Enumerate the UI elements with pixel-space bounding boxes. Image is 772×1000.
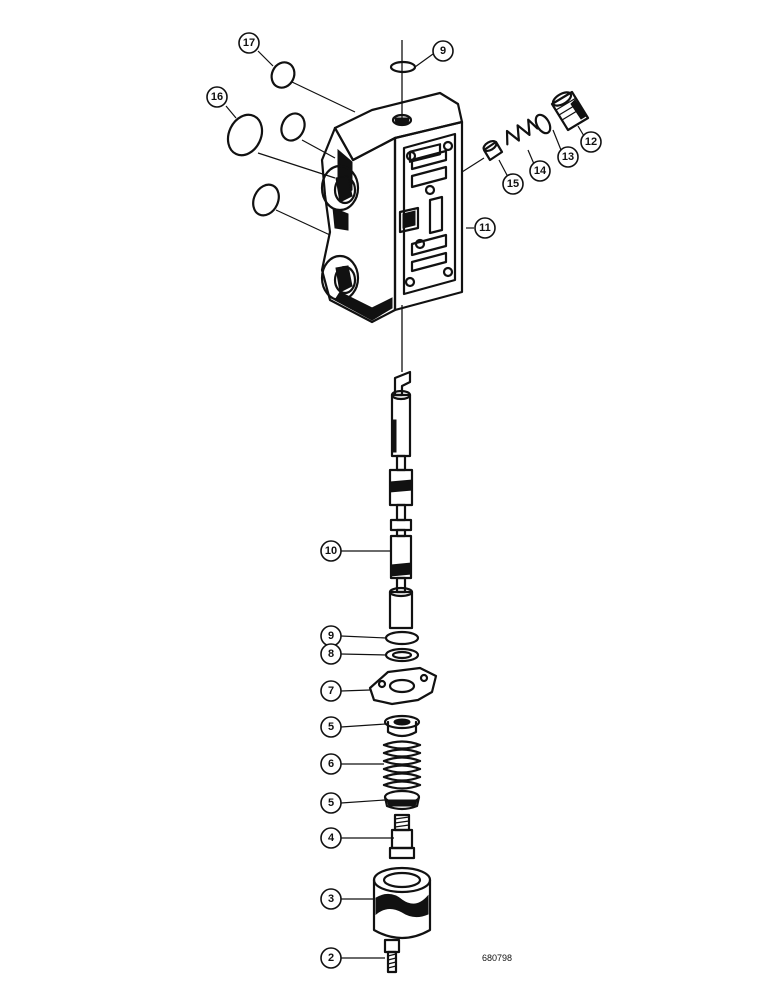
spring-seat-5-lower — [383, 789, 421, 811]
callout-10: 10 — [320, 540, 342, 562]
o-ring-9-bottom — [384, 630, 420, 646]
callout-8: 8 — [320, 643, 342, 665]
svg-text:14: 14 — [534, 165, 547, 177]
svg-text:11: 11 — [479, 222, 491, 234]
svg-text:2: 2 — [328, 952, 334, 964]
callout-4: 4 — [320, 827, 342, 849]
o-ring-extra-2 — [252, 183, 280, 217]
svg-text:4: 4 — [328, 832, 335, 844]
o-ring-17 — [270, 61, 296, 89]
svg-text:5: 5 — [328, 797, 334, 809]
callout-15: 15 — [502, 173, 524, 195]
svg-text:9: 9 — [440, 45, 446, 57]
poppet-15 — [482, 139, 504, 162]
svg-text:10: 10 — [325, 545, 337, 557]
spool-10 — [388, 370, 414, 630]
spring-14 — [505, 118, 539, 146]
callout-9-top: 9 — [432, 40, 454, 62]
spring-seat-5-upper — [383, 714, 421, 738]
callout-17: 17 — [238, 32, 260, 54]
svg-text:16: 16 — [211, 91, 223, 103]
valve-body — [320, 91, 464, 324]
svg-text:3: 3 — [328, 893, 334, 905]
callout-11: 11 — [474, 217, 496, 239]
svg-text:7: 7 — [328, 685, 334, 697]
svg-text:13: 13 — [562, 151, 574, 163]
o-ring-13 — [534, 113, 552, 135]
callout-5-upper: 5 — [320, 716, 342, 738]
callout-6: 6 — [320, 753, 342, 775]
plug-12 — [550, 90, 590, 132]
svg-text:17: 17 — [243, 37, 255, 49]
callout-2: 2 — [320, 947, 342, 969]
svg-text:6: 6 — [328, 758, 334, 770]
callout-9-bottom: 9 — [320, 625, 342, 647]
plate-7 — [368, 666, 438, 706]
callout-7: 7 — [320, 680, 342, 702]
svg-text:8: 8 — [328, 648, 334, 660]
svg-text:9: 9 — [328, 630, 334, 642]
callout-16: 16 — [206, 86, 228, 108]
callout-3: 3 — [320, 888, 342, 910]
callout-13: 13 — [557, 146, 579, 168]
washer-8 — [384, 647, 420, 663]
o-ring-9-top — [389, 60, 417, 74]
svg-text:12: 12 — [585, 136, 597, 148]
screw-2 — [383, 938, 401, 974]
bolt-4 — [388, 813, 416, 860]
spring-6 — [382, 740, 422, 790]
callout-14: 14 — [529, 160, 551, 182]
svg-text:15: 15 — [507, 178, 519, 190]
cap-3 — [372, 866, 432, 940]
svg-text:5: 5 — [328, 721, 334, 733]
o-ring-16 — [226, 113, 264, 157]
callout-12: 12 — [580, 131, 602, 153]
figure-id: 680798 — [482, 953, 512, 963]
callout-5-lower: 5 — [320, 792, 342, 814]
leader-lines — [225, 50, 585, 959]
o-ring-extra-1 — [280, 112, 306, 142]
